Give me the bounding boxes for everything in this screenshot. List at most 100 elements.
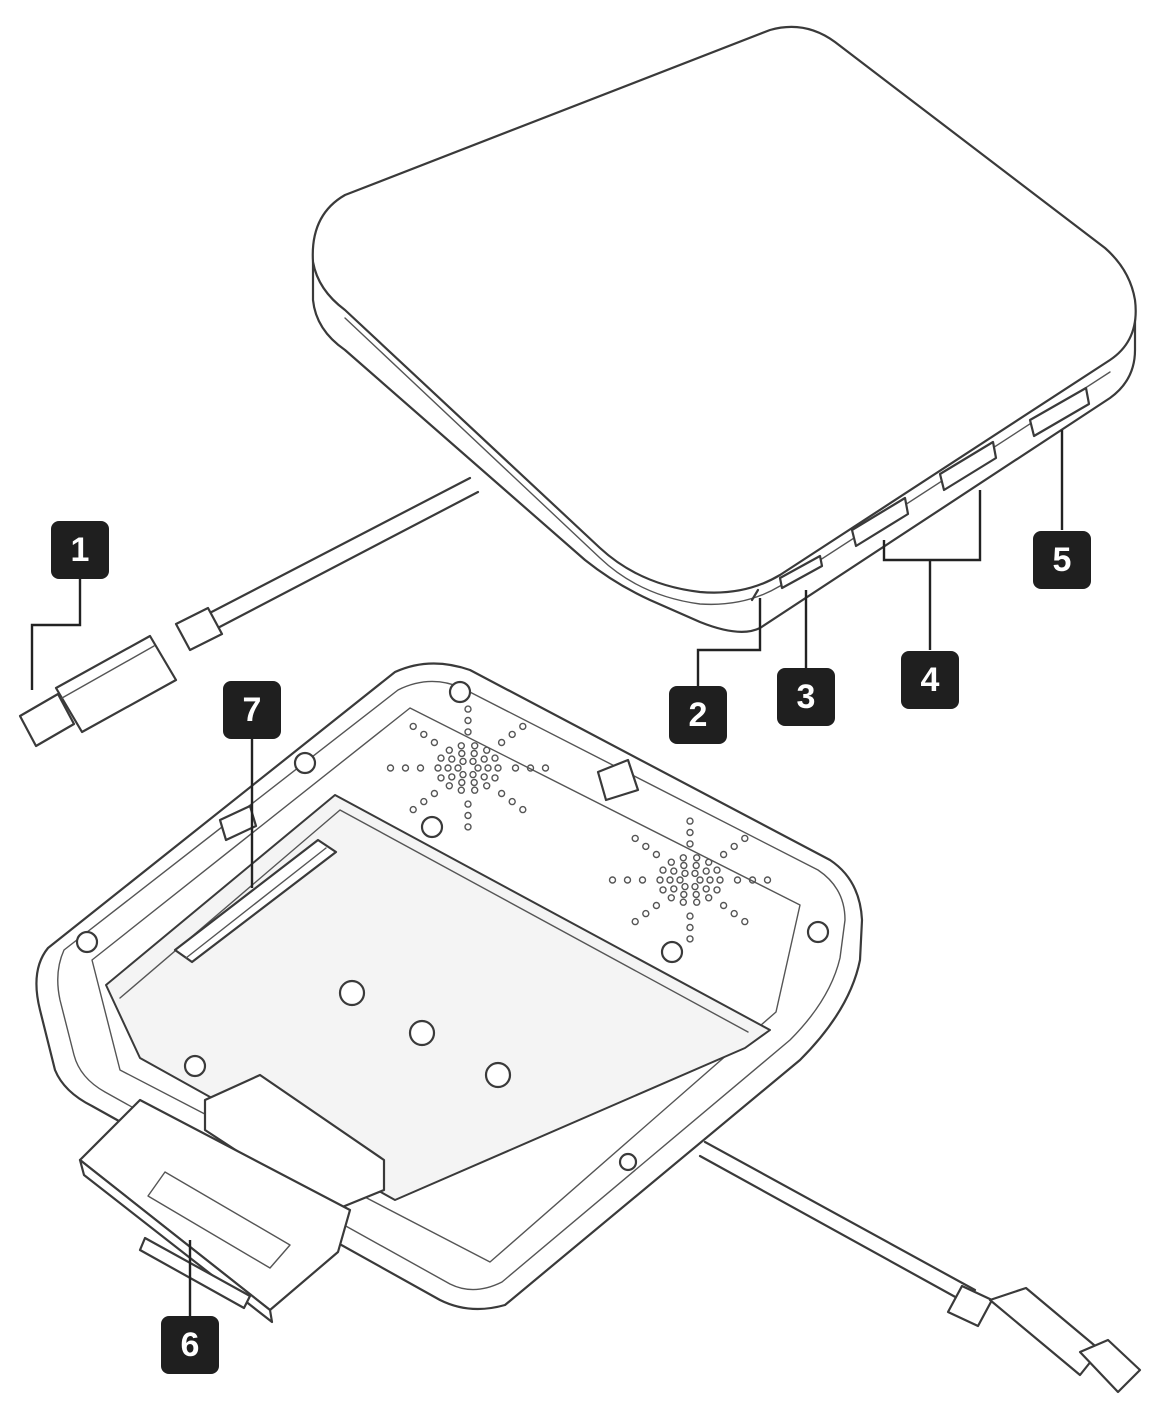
callout-5-label: 5 [1053,541,1072,579]
vent-dot [416,764,425,772]
callout-3-label: 3 [797,678,816,716]
callout-5: 5 [1033,531,1091,589]
vent-dot [464,716,472,725]
vent-dot [457,786,465,794]
vent-dot [608,876,617,884]
vent-dot [638,876,647,884]
vent-dot [464,823,472,831]
vent-dot [420,797,428,806]
vent-dot [656,876,664,884]
vent-dot [680,890,688,899]
vent-dot [420,730,428,739]
vent-dot [445,746,453,754]
vent-dot [494,764,502,772]
vent-dot [437,754,445,762]
vent-dot [483,746,491,754]
vent-dot [631,834,639,843]
vent-dot [719,901,728,910]
vent-dot [497,789,506,798]
callout-2: 2 [669,686,727,744]
vent-dot [480,755,488,763]
vent-dot [464,705,472,713]
callout-1-label: 1 [71,531,90,569]
callout-4-label: 4 [921,661,940,699]
vent-dot [430,738,439,747]
port-usba-2 [938,440,998,492]
vent-dot [692,890,700,899]
vent-dot [692,861,700,870]
vent-dot [623,876,632,884]
vent-dot [459,757,467,766]
vent-dot [691,869,699,878]
vent-dot [730,842,738,851]
leader-lines [30,430,1064,1318]
vent-dot [470,778,478,787]
vent-dot [686,923,694,932]
hub-top-unit [311,25,1137,633]
vent-dot [713,886,721,894]
vent-dot [409,805,417,814]
vent-dot [469,757,477,766]
vent-dot [444,764,452,772]
vent-dot [471,786,479,794]
vent-dot [686,912,694,920]
vent-dot [659,886,667,894]
vent-dot [519,805,527,814]
vent-dot [741,834,749,843]
vent-dot [483,782,491,790]
vent-dot [458,778,466,787]
vent-dot [642,842,650,851]
vent-dot [693,898,701,906]
vent-dot [667,858,675,866]
vent-dot [474,764,482,772]
vent-dot [459,770,467,779]
vent-dot [666,876,674,884]
vent-dot [491,774,499,782]
vent-dot [681,869,689,878]
vent-dot [508,730,516,739]
vent-dot [670,885,678,893]
vent-dot [631,917,639,926]
leader-1 [30,570,82,690]
vent-pattern-1 [386,705,550,831]
vent-dot [716,876,724,884]
vent-dot [386,764,395,772]
vent-dot [470,749,478,758]
vent-dot [691,882,699,891]
ssd-slide-door [78,1098,352,1324]
callout-3: 3 [777,668,835,726]
vent-dot [741,917,749,926]
vent-dot [541,764,550,772]
vent-dot [401,764,410,772]
vent-dot [448,755,456,763]
leader-2 [696,598,762,690]
vent-dot [464,811,472,820]
vent-dot [719,850,728,859]
vent-dot [705,894,713,902]
vent-dot [686,935,694,943]
vent-dot [437,774,445,782]
vent-dot [702,867,710,875]
port-usbc [778,554,824,590]
vent-dot [457,742,465,750]
vent-dot [491,754,499,762]
callout-6-label: 6 [181,1326,200,1364]
vent-dot [696,876,704,884]
vent-dot [519,722,527,731]
vent-dot [686,817,694,825]
vent-dot [713,866,721,874]
enclosure-bottom [35,662,864,1311]
vent-dot [763,876,772,884]
vent-dot [730,909,738,918]
vent-dot [693,854,701,862]
vent-dot [686,840,694,848]
vent-dot [667,894,675,902]
vent-dot [676,876,684,884]
vent-dot [464,728,472,736]
vent-dot [702,885,710,893]
vent-dot [471,742,479,750]
vent-dot [706,876,714,884]
callout-6: 6 [161,1316,219,1374]
vent-dot [508,797,516,806]
